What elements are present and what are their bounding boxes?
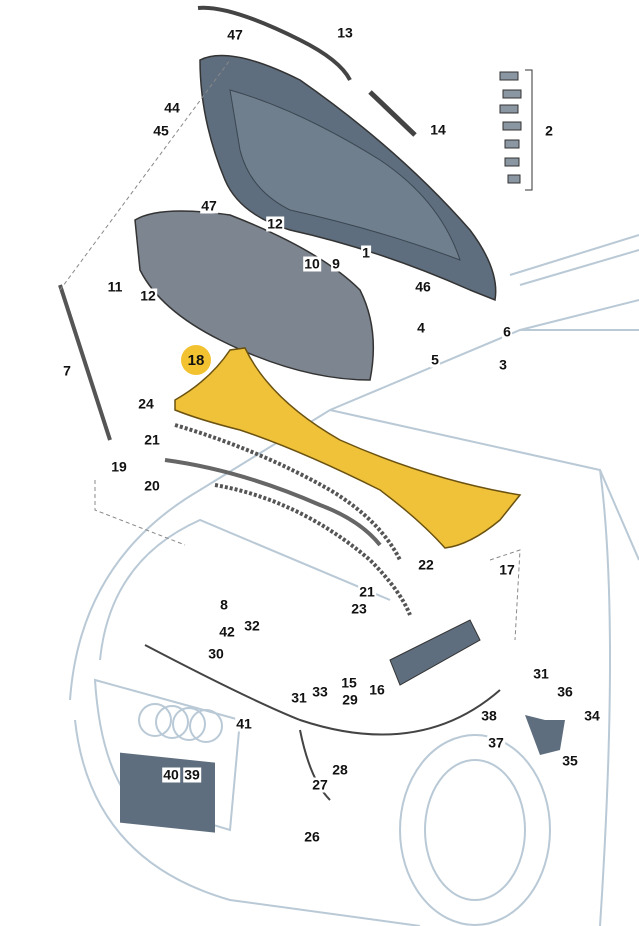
callout-18-highlight-badge: 18	[181, 345, 211, 375]
callout-21: 21	[143, 431, 161, 448]
callout-7: 7	[62, 362, 72, 379]
callout-4: 4	[416, 319, 426, 336]
insulation-mat	[134, 210, 375, 381]
callout-8: 8	[219, 596, 229, 613]
seal-21	[164, 458, 382, 547]
lock-34	[525, 715, 565, 755]
callout-13: 13	[336, 24, 354, 41]
license-plate	[120, 752, 215, 833]
bolt-set	[499, 71, 522, 184]
callout-12b: 12	[139, 287, 157, 304]
callout-29: 29	[341, 691, 359, 708]
callout-40: 40	[162, 766, 180, 783]
callout-12: 12	[266, 215, 284, 232]
callout-46: 46	[414, 278, 432, 295]
bracket-2	[525, 69, 533, 191]
callout-41: 41	[235, 715, 253, 732]
callout-47b: 47	[200, 197, 218, 214]
callout-31b: 31	[290, 689, 308, 706]
callout-16: 16	[368, 681, 386, 698]
callout-6: 6	[502, 323, 512, 340]
callout-36: 36	[556, 683, 574, 700]
cover-15	[389, 619, 481, 686]
seal-24	[174, 423, 402, 561]
callout-10: 10	[303, 255, 321, 272]
callout-20: 20	[143, 477, 161, 494]
callout-42: 42	[218, 623, 236, 640]
cable-26	[299, 729, 331, 801]
callout-11: 11	[106, 278, 124, 295]
callout-5: 5	[430, 351, 440, 368]
callout-31: 31	[532, 665, 550, 682]
callout-44: 44	[163, 99, 181, 116]
callout-9: 9	[331, 255, 341, 272]
callout-1: 1	[361, 244, 371, 261]
callout-15: 15	[340, 674, 358, 691]
callout-17: 17	[498, 561, 516, 578]
seal-strip	[368, 90, 417, 137]
callout-47: 47	[226, 26, 244, 43]
callout-45: 45	[152, 122, 170, 139]
callout-27: 27	[311, 776, 329, 793]
callout-33: 33	[311, 683, 329, 700]
callout-19: 19	[110, 458, 128, 475]
callout-21b: 21	[358, 583, 376, 600]
callout-14: 14	[429, 121, 447, 138]
plenum-cowl-panel	[174, 347, 522, 549]
callout-3: 3	[498, 356, 508, 373]
release-cable	[144, 644, 501, 736]
callout-35: 35	[561, 752, 579, 769]
hood-seal	[197, 5, 352, 81]
callout-32: 32	[243, 617, 261, 634]
callout-38: 38	[480, 707, 498, 724]
callout-22: 22	[417, 556, 435, 573]
car-body-outline	[69, 234, 639, 926]
gas-strut	[58, 284, 112, 441]
callout-30: 30	[207, 645, 225, 662]
callout-2: 2	[544, 122, 554, 139]
hood-frame	[229, 89, 461, 261]
callout-24: 24	[137, 395, 155, 412]
callout-26: 26	[303, 828, 321, 845]
callout-28: 28	[331, 761, 349, 778]
seal-20	[214, 483, 412, 616]
callout-34: 34	[583, 707, 601, 724]
callout-23: 23	[350, 600, 368, 617]
callout-37: 37	[487, 734, 505, 751]
leader-lines	[59, 59, 521, 641]
callout-39: 39	[183, 766, 201, 783]
